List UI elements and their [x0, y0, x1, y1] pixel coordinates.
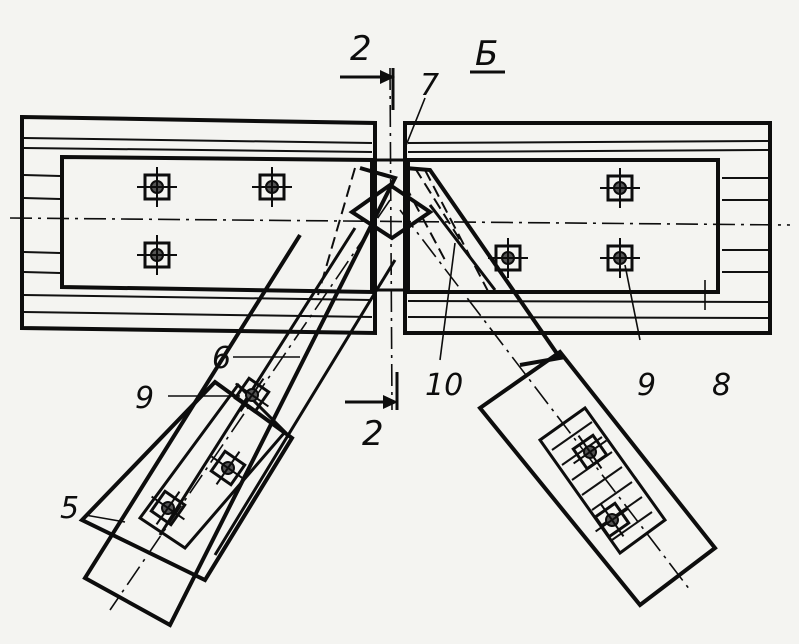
node-plate: [348, 182, 434, 241]
bolt-icon: [137, 235, 177, 275]
bolt-icon: [593, 501, 631, 539]
hidden-edge-right: [424, 169, 491, 296]
bolt-icon: [209, 449, 247, 487]
part-6-label: 6: [212, 341, 231, 376]
bolt-icon: [600, 238, 640, 278]
gusset-plate-right: [406, 158, 720, 294]
section-label-top: 2: [350, 29, 372, 69]
part-9-right-label: 9: [637, 368, 656, 403]
clamp-plate-left: [137, 382, 288, 550]
view-label: Б: [475, 34, 498, 74]
section-mark-bottom: [345, 372, 399, 410]
part-10-label: 10: [425, 368, 463, 403]
hidden-edge-left: [317, 167, 356, 296]
gusset-plate-left: [60, 154, 374, 295]
chord-right-hatching: [407, 140, 769, 319]
part-7-label: 7: [420, 68, 439, 103]
part-8-label: 8: [712, 368, 731, 403]
section-mark-top: [340, 68, 395, 110]
sleeve-5: [78, 379, 295, 583]
vertical-axis: [389, 67, 393, 411]
bolt-icon: [137, 167, 177, 207]
horizontal-axis: [9, 217, 791, 226]
chord-left-hatching: [23, 137, 373, 318]
section-label-bottom: 2: [362, 414, 384, 454]
part-5-label: 5: [60, 491, 79, 526]
sleeve-right: [477, 349, 718, 608]
bolt-icon: [252, 167, 292, 207]
central-node: [348, 123, 434, 333]
bolt-icon: [149, 489, 187, 527]
bolt-icon: [488, 238, 528, 278]
bolt-icon: [233, 376, 271, 414]
bolt-icon: [571, 433, 609, 471]
leader-lines: [84, 97, 706, 523]
part-9-left-label: 9: [135, 381, 154, 416]
bolt-group: [137, 167, 640, 539]
filled-insert: [537, 405, 668, 556]
bolt-icon: [600, 168, 640, 208]
chord-right: [403, 121, 772, 335]
